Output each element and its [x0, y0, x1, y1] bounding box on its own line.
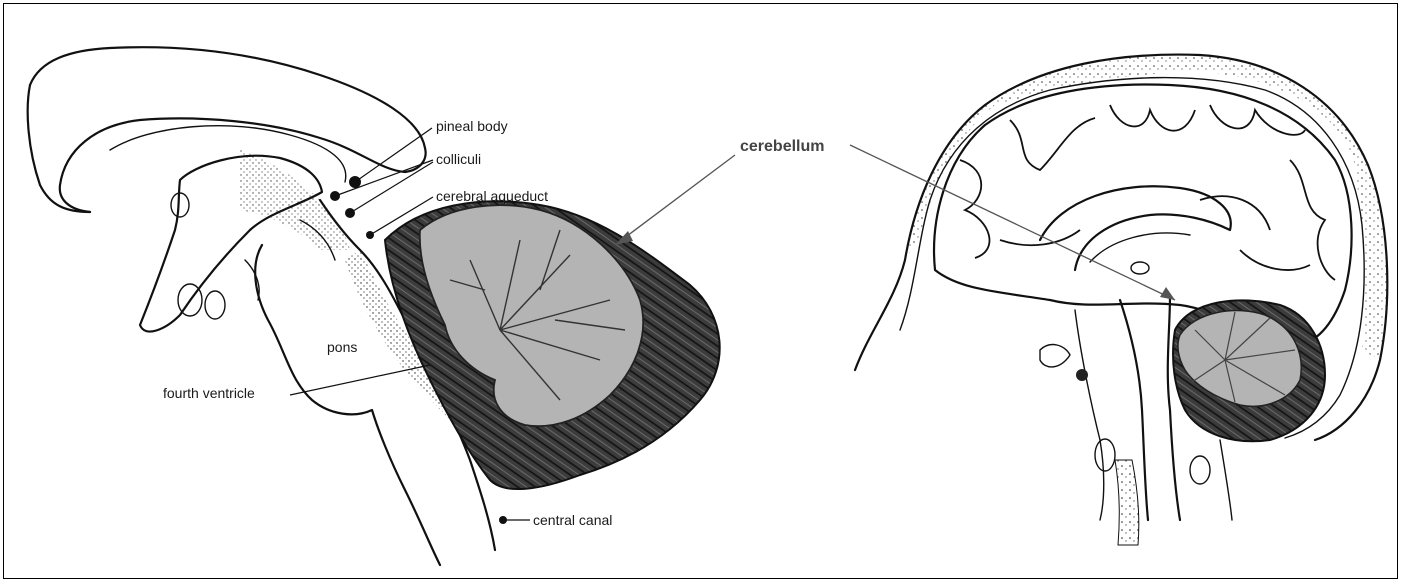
label-central-canal: central canal [533, 512, 612, 528]
vertebra-2 [1190, 456, 1210, 484]
label-pons: pons [327, 339, 357, 355]
leader-fourth-ventricle [290, 365, 430, 395]
arrowhead-right [1160, 287, 1175, 300]
left-brainstem-diagram [28, 47, 735, 565]
pituitary [205, 291, 225, 319]
small-nucleus-right [1076, 369, 1088, 381]
spinal-tissue [1115, 460, 1139, 545]
label-fourth-ventricle: fourth ventricle [163, 385, 255, 401]
label-cerebral-aqueduct: cerebral aqueduct [436, 188, 548, 204]
cerebrum-outline [30, 47, 426, 212]
neck-right [1220, 440, 1232, 520]
vertebra-1 [1095, 439, 1115, 471]
label-colliculi: colliculi [436, 151, 481, 167]
leader-cerebellum-left [615, 155, 735, 245]
neck-left [1075, 310, 1104, 520]
label-cerebellum: cerebellum [740, 138, 824, 155]
right-head-sagittal-diagram [850, 55, 1387, 545]
fornix [1090, 233, 1190, 262]
skull-diploe [905, 55, 1387, 360]
small-nucleus [171, 193, 189, 217]
label-pineal-body: pineal body [436, 118, 508, 134]
cerebrum-inner-edge [28, 85, 90, 212]
nasal-structure [1040, 345, 1070, 367]
thalamus-small [1131, 262, 1149, 274]
gyri-folds [960, 105, 1335, 280]
